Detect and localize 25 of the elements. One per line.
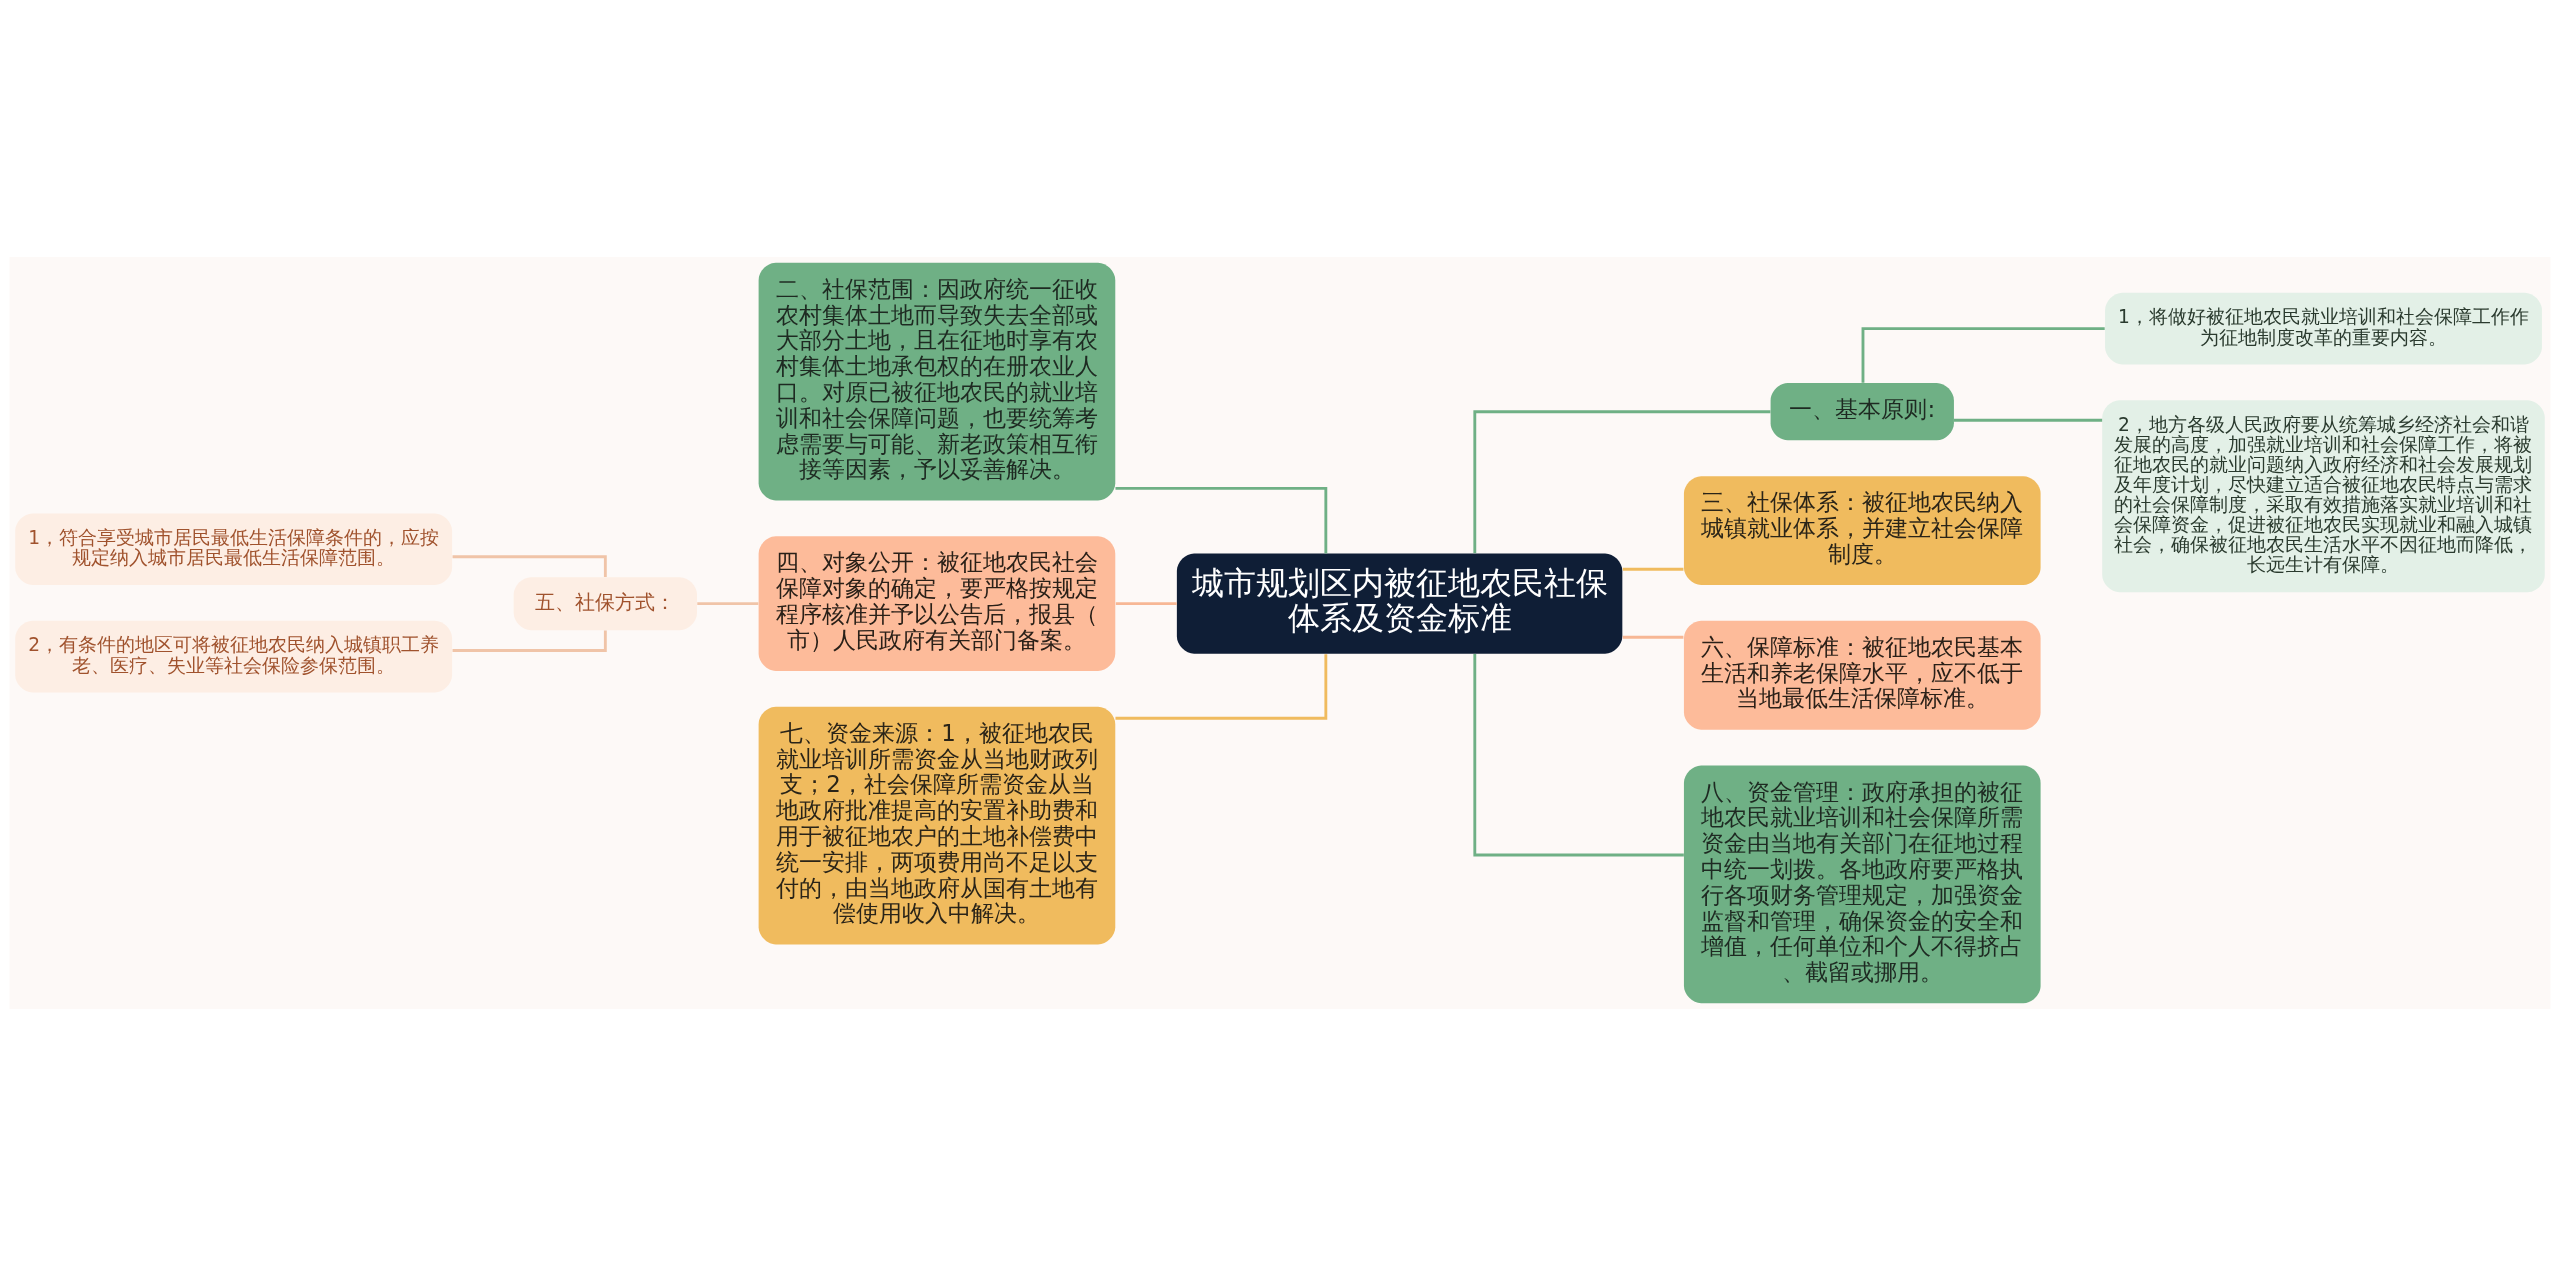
connector (1622, 635, 1684, 639)
node-box: 2，地方各级人民政府要从统筹城乡经济社会和谐发展的高度，加强就业培训和社会保障工作，将被征地农民的就业问题纳入政府经济和社会发展规划及年度计划，尽快建立适合被征地农民特点与需求的社会保障制度，采取有效措施落实就业培训和社会保障资金，促进被征地农民实现就业和融入城镇社会，确保被征地农民生活水平不因征地而降低，长远生计有保障。 (2102, 400, 2545, 593)
node-box: 1，将做好被征地农民就业培训和社会保障工作作为征地制度改革的重要内容。 (2105, 292, 2542, 365)
node-box: 六、保障标准：被征地农民基本生活和养老保障水平，应不低于当地最低生活保障标准。 (1683, 620, 2041, 730)
node-box: 城市规划区内被征地农民社保体系及资金标准 (1176, 553, 1623, 654)
node-box: 三、社保体系：被征地农民纳入城镇就业体系，并建立社会保障制度。 (1683, 476, 2041, 585)
connector (452, 630, 607, 652)
connector (1473, 410, 1771, 554)
connector (1115, 602, 1177, 606)
node-box: 七、资金来源：1，被征地农民就业培训所需资金从当地财政列支；2，社会保障所需资金从当地政府批准提高的安置补助费和用于被征地农户的土地补偿费中统一安排，两项费用尚不足以支付的，由当地政府从国有土地有偿使用收入中解决。 (758, 706, 1116, 945)
node-box: 四、对象公开：被征地农民社会保障对象的确定，要严格按规定程序核准并予以公告后，报县（市）人民政府有关部门备案。 (758, 536, 1116, 671)
connector (1115, 654, 1328, 720)
connector (1953, 418, 2103, 422)
node-box: 1，符合享受城市居民最低生活保障条件的，应按规定纳入城市居民最低生活保障范围。 (15, 513, 453, 585)
connector (697, 602, 759, 606)
connector (1115, 486, 1328, 554)
node-box: 八、资金管理：政府承担的被征地农民就业培训和社会保障所需资金由当地有关部门在征地过程中统一划拨。各地政府要严格执行各项财务管理规定，加强资金监督和管理，确保资金的安全和增值，任何单位和个人不得挤占、截留或挪用。 (1683, 765, 2041, 1004)
node-box: 五、社保方式： (513, 577, 697, 631)
node-box: 2，有条件的地区可将被征地农民纳入城镇职工养老、医疗、失业等社会保险参保范围。 (15, 620, 453, 693)
connector (1861, 327, 2105, 383)
connector (1473, 653, 1684, 857)
connector (1622, 567, 1684, 571)
node-box: 一、基本原则: (1770, 383, 1954, 441)
connector (452, 555, 607, 577)
node-box: 二、社保范围：因政府统一征收农村集体土地而导致失去全部或大部分土地，且在征地时享有农村集体土地承包权的在册农业人口。对原已被征地农民的就业培训和社会保障问题，也要统筹考虑需要与可能、新老政策相互衔接等因素，予以妥善解决。 (758, 262, 1116, 501)
